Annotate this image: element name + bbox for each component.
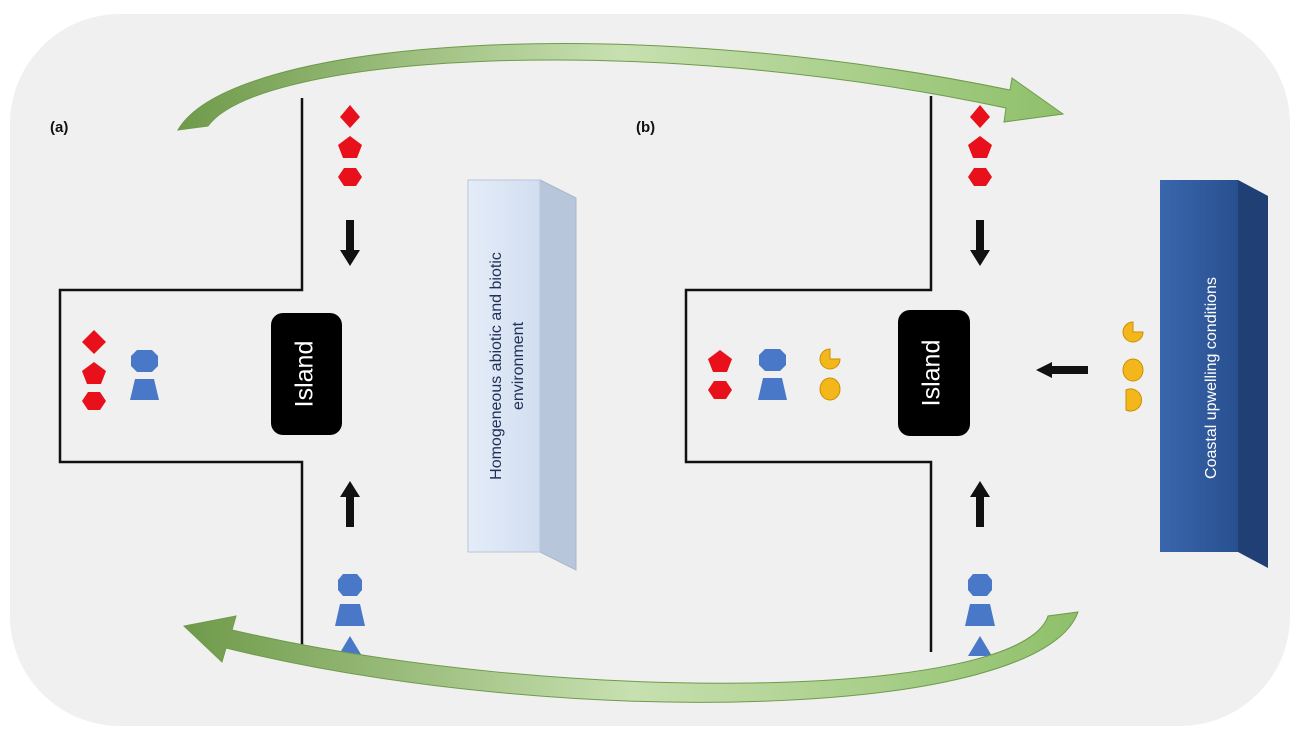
panel-b: (b) Island [636, 96, 1268, 656]
curved-arrow-icon [177, 43, 1065, 131]
channel-outline-b [684, 96, 933, 652]
yellow-species-column-b [1122, 321, 1144, 412]
panel-a: (a) Island [50, 98, 577, 656]
up-arrow-icon [970, 481, 990, 527]
blue-triangle-icon [968, 636, 992, 656]
red-hexagon-icon [968, 168, 992, 186]
blue-octagon-icon [759, 349, 786, 371]
panel-a-label: (a) [50, 119, 68, 136]
blue-octagon-icon [968, 574, 992, 596]
red-pentagon-icon [968, 136, 992, 158]
red-hexagon-icon [708, 381, 732, 399]
red-hexagon-icon [338, 168, 362, 186]
yellow-pacman-icon [819, 348, 841, 370]
red-species-column-b [968, 105, 992, 186]
island-community-b [708, 348, 841, 401]
panel-b-label: (b) [636, 119, 655, 136]
environment-label-a-line1: Homogeneous abiotic and biotic [488, 252, 505, 480]
red-diamond-icon [340, 105, 360, 128]
blue-trapezoid-icon [965, 604, 995, 626]
red-diamond-icon [970, 105, 990, 128]
homogeneous-environment-box: Homogeneous abiotic and biotic environme… [467, 179, 577, 571]
yellow-pacman-icon [1122, 321, 1144, 343]
blue-trapezoid-icon [130, 379, 159, 400]
red-species-column-a [338, 105, 362, 186]
curved-arrow-icon [182, 611, 1079, 703]
island-b-label: Island [918, 340, 946, 407]
blue-trapezoid-icon [335, 604, 365, 626]
red-pentagon-icon [82, 362, 106, 384]
blue-species-column-b [965, 574, 995, 656]
red-pentagon-icon [338, 136, 362, 158]
red-diamond-icon [82, 330, 106, 354]
yellow-half-circle-icon [1125, 388, 1143, 412]
yellow-oval-icon [819, 377, 841, 401]
island-a [271, 313, 342, 435]
environment-label-b: Coastal upwelling conditions [1203, 277, 1220, 479]
blue-triangle-icon [338, 636, 362, 656]
red-hexagon-icon [82, 392, 106, 410]
island-b [898, 310, 970, 436]
yellow-oval-icon [1122, 358, 1144, 382]
island-a-label: Island [291, 341, 319, 408]
channel-outline-top-a [58, 98, 304, 652]
blue-octagon-icon [131, 350, 158, 372]
blue-trapezoid-icon [758, 378, 787, 400]
coastal-upwelling-box: Coastal upwelling conditions [1160, 180, 1268, 568]
background-panel [10, 14, 1290, 726]
left-arrow-icon [1036, 362, 1088, 378]
down-arrow-icon [340, 220, 360, 266]
island-community-a [82, 330, 159, 410]
down-arrow-icon [970, 220, 990, 266]
blue-species-column-a [335, 574, 365, 656]
up-arrow-icon [340, 481, 360, 527]
red-pentagon-icon [708, 350, 732, 372]
environment-label-a-line2: environment [510, 321, 527, 410]
blue-octagon-icon [338, 574, 362, 596]
